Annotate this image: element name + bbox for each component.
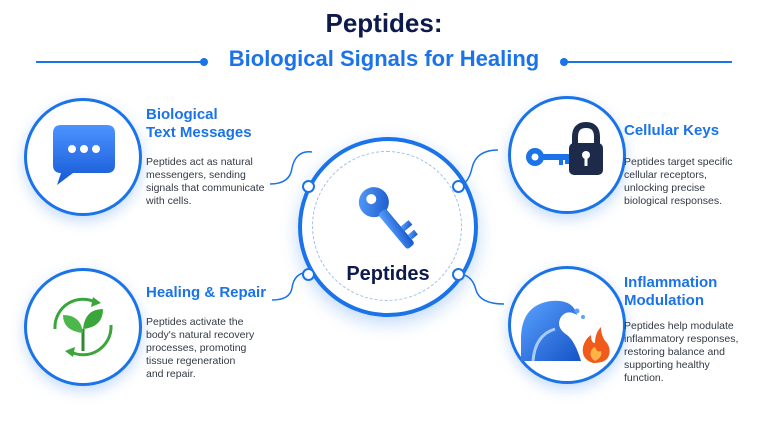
connector-top-left <box>269 151 313 185</box>
subtitle-row: Biological Signals for Healing <box>0 44 768 76</box>
sprout-recycle-icon <box>53 297 113 357</box>
messages-description: Peptides act as natural messengers, send… <box>146 156 265 207</box>
page-title: Peptides: <box>325 8 443 38</box>
healing-title: Healing & Repair <box>146 284 267 301</box>
healing-icon-circle <box>24 268 142 386</box>
messages-title: Biological Text Messages <box>146 106 252 141</box>
wave-and-flame-icon <box>521 300 610 363</box>
inflammation-title: Inflammation Modulation <box>624 274 718 309</box>
inflammation-description: Peptides help modulate inflammatory resp… <box>624 320 739 384</box>
joint-bottom-left <box>302 268 315 281</box>
subtitle-rule-left <box>36 61 204 63</box>
joint-bottom-right <box>452 268 465 281</box>
page-subtitle: Biological Signals for Healing <box>228 46 540 71</box>
messages-icon-circle <box>24 98 142 216</box>
joint-top-right <box>452 180 465 193</box>
center-label: Peptides <box>346 263 430 285</box>
key-and-padlock-icon <box>526 121 603 175</box>
healing-description: Peptides activate the body's natural rec… <box>146 316 255 380</box>
subtitle-rule-dot-right <box>560 58 568 66</box>
keys-icon-circle <box>508 96 626 214</box>
keys-description: Peptides target specific cellular recept… <box>624 156 733 207</box>
connector-bottom-left <box>271 271 311 301</box>
key-icon <box>358 187 418 249</box>
keys-title: Cellular Keys <box>624 122 720 139</box>
center-circle: Peptides <box>298 137 478 317</box>
chat-bubble-icon <box>53 125 115 185</box>
subtitle-rule-dot-left <box>200 58 208 66</box>
subtitle-rule-right <box>564 61 732 63</box>
joint-top-left <box>302 180 315 193</box>
connector-bottom-right <box>457 273 505 305</box>
center-inner-ring <box>312 151 462 301</box>
inflammation-icon-circle <box>508 266 626 384</box>
